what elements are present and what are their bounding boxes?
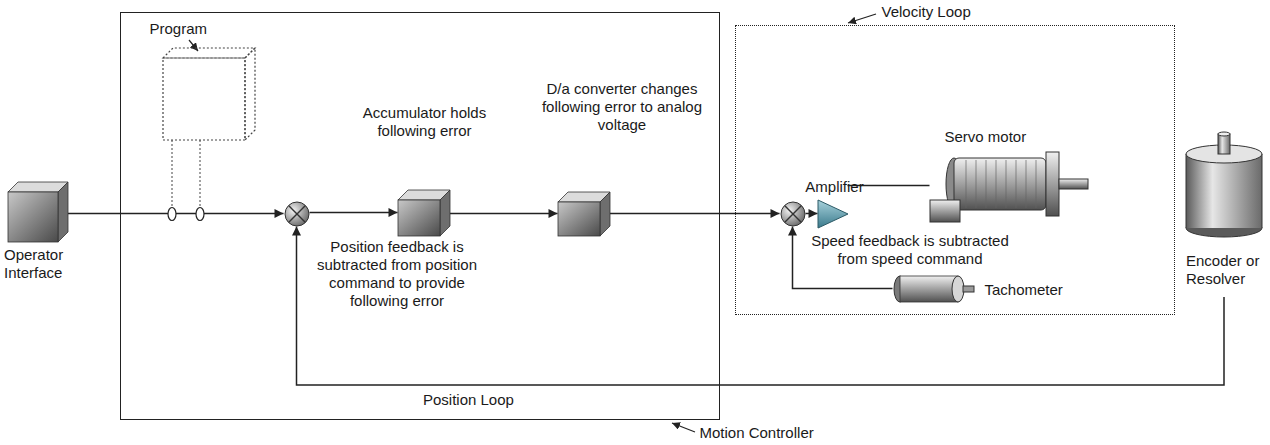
summing-junction-shape	[284, 201, 310, 227]
summing-junction: Speed feedback is subtracted from speed …	[780, 201, 806, 227]
motor-fin	[985, 160, 986, 208]
junction-cross	[288, 205, 304, 221]
node-label: Accumulator holds following error	[350, 104, 500, 140]
node-label: D/a converter changes following error to…	[530, 80, 715, 134]
motor-fin	[1015, 160, 1016, 208]
tachometer-shape	[893, 272, 975, 306]
leader-line	[189, 40, 198, 51]
node-label: Program	[150, 20, 208, 38]
cube-side	[245, 48, 255, 140]
summing-junction-shape	[780, 201, 806, 227]
cube-side	[440, 190, 450, 236]
motor-fin	[965, 160, 966, 208]
amplifier-shape	[818, 200, 848, 228]
leader-line	[848, 14, 876, 23]
motion-controller: Motion ControllerProgramPosition feedbac…	[120, 12, 720, 420]
motor-fin	[1025, 160, 1026, 208]
servo-motor: Servo motor	[930, 150, 1090, 222]
junction-circle	[781, 202, 805, 226]
signal-connector	[297, 227, 1225, 386]
da-converter: D/a converter changes following error to…	[558, 192, 610, 236]
encoder-shaft-top	[1218, 132, 1230, 136]
cube-front	[163, 58, 245, 140]
program-block: Program	[163, 48, 255, 140]
motor-body	[954, 158, 1046, 210]
amplifier-triangle	[818, 200, 848, 228]
accumulator-shape	[398, 190, 450, 236]
encoder: Encoder or Resolver	[1182, 132, 1266, 297]
reader-head	[196, 208, 204, 221]
junction-circle	[285, 202, 309, 226]
program-block-shape	[163, 48, 255, 140]
node-label: Encoder or Resolver	[1186, 252, 1266, 288]
tacho-body	[900, 276, 958, 302]
motor-flange	[1046, 152, 1059, 216]
leader-line	[672, 423, 695, 432]
servo-motor-shape	[930, 150, 1090, 222]
reader-head	[168, 208, 176, 221]
node-label: Operator Interface	[4, 246, 88, 282]
tachometer: Tachometer	[893, 272, 975, 306]
summing-junction: Position feedback is subtracted from pos…	[284, 201, 310, 227]
node-label: Tachometer	[985, 281, 1063, 299]
cube-front	[558, 202, 600, 236]
velocity-loop: Velocity LoopSpeed feedback is subtracte…	[735, 25, 1175, 315]
motor-fin	[995, 160, 996, 208]
motor-shaft	[1059, 179, 1088, 189]
junction-cross	[784, 205, 800, 221]
node-label: Servo motor	[945, 128, 1027, 146]
reader-guide	[172, 140, 173, 207]
cube-side	[58, 182, 68, 242]
loop-label: Position Loop	[420, 391, 517, 409]
cube-front	[398, 200, 440, 236]
encoder-side	[1186, 154, 1187, 228]
motor-fin	[975, 160, 976, 208]
cube-top	[163, 48, 255, 58]
tacho-shaft	[963, 286, 974, 292]
cube-front	[8, 192, 58, 242]
da-converter-shape	[558, 192, 610, 236]
signal-connector	[610, 213, 780, 215]
node-label: Amplifier	[800, 178, 870, 196]
amplifier: Amplifier	[818, 200, 848, 228]
accumulator: Accumulator holds following error	[398, 190, 450, 236]
encoder-body	[1186, 154, 1262, 228]
node-label: Position feedback is subtracted from pos…	[305, 238, 490, 310]
terminal-box	[930, 200, 960, 222]
motor-fin	[1005, 160, 1006, 208]
junction-cross	[288, 205, 304, 221]
operator-interface-shape	[8, 182, 68, 242]
encoder-shape	[1182, 132, 1266, 242]
encoder-shaft	[1218, 134, 1230, 154]
encoder-side	[1262, 154, 1263, 228]
signal-connector	[450, 213, 558, 215]
node-label: Velocity Loop	[882, 3, 971, 21]
motor-fin	[1035, 160, 1036, 208]
junction-cross	[784, 205, 800, 221]
signal-connector	[310, 212, 398, 214]
tacho-face	[952, 276, 964, 302]
operator-interface: Operator Interface	[8, 182, 68, 242]
cube-side	[600, 192, 610, 236]
node-label: Motion Controller	[700, 424, 814, 442]
signal-connector	[806, 213, 818, 215]
reader-guide	[200, 140, 201, 207]
node-label: Speed feedback is subtracted from speed …	[808, 232, 1013, 268]
